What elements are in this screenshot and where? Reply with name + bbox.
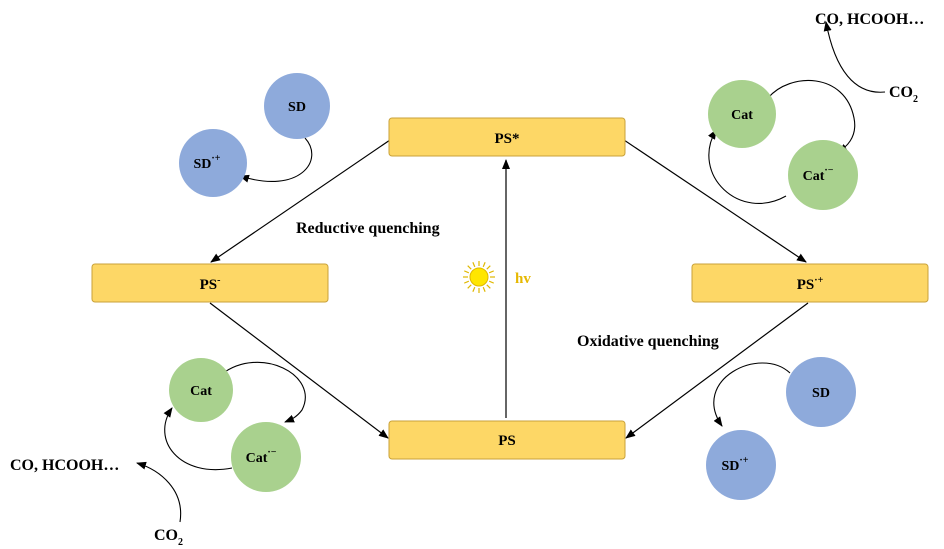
co2-to-catalyst-arrow-bottom-left [136,461,182,523]
sd-oxidation-arrow-bottom-right [713,362,791,427]
sd-ox-circle-bottom-right [706,430,776,500]
sd-circle-bottom-right [786,357,856,427]
catalyst-arc-top-right-lower [708,129,787,204]
cat-reduced-sup-bottom-left: ·− [267,447,276,458]
sun-ray [488,270,495,274]
ps-oxidized-label: PS [797,277,815,293]
svg-text:Cat·−: Cat·− [246,447,277,466]
catalyst-arc-bottom-left-lower [163,407,233,471]
ps-reduced-box: PS- [91,263,329,303]
sd-label-bottom-right: SD [812,386,830,401]
svg-text:CO2: CO2 [154,527,183,548]
sun-ray [482,261,486,268]
arrow-ps-reduced-to-ps [209,302,389,439]
sun-ray [486,265,491,270]
cat-circle-bottom-left [169,358,233,422]
top-right-catalyst-group: Cat Cat·− CO, HCOOH… CO2 [708,11,924,210]
sun-ray [472,286,476,293]
catalyst-arc-top-right-upper [767,79,856,153]
ps-oxidized-sup: ·+ [814,275,823,286]
ps-excited-box: PS* [388,117,626,157]
sun-ray [463,280,470,284]
bottom-left-catalyst-group: Cat Cat·− CO, HCOOH… CO2 [10,358,306,548]
cat-label-top-right: Cat [731,108,753,123]
arrow-ps-oxidized-to-ps [625,302,809,439]
ps-reduced-sup: - [217,275,220,286]
co2-sub-bottom-left: 2 [178,537,183,548]
svg-text:CO2: CO2 [889,84,918,105]
sun-ray [472,261,476,268]
svg-text:Cat·−: Cat·− [803,165,834,184]
sd-oxidation-arrow-top-left [239,137,313,183]
sd-ox-label-top-left: SD [194,157,212,172]
co2-sub-top-right: 2 [913,94,918,105]
sd-ox-label-bottom-right: SD [722,459,740,474]
products-top-right: CO, HCOOH… [815,11,924,28]
arrow-ps-excited-to-ps-reduced [210,139,391,263]
ps-ground-box: PS [388,420,626,460]
cat-label-bottom-left: Cat [190,384,212,399]
sd-circle-top-left [264,73,330,139]
sun-ray [467,265,472,270]
products-bottom-left: CO, HCOOH… [10,457,119,474]
ps-reduced-label: PS [200,277,218,293]
cat-reduced-label-top-right: Cat [803,169,825,184]
co2-label-top-right: CO [889,84,913,101]
svg-text:SD·+: SD·+ [722,455,749,474]
sun-icon [463,261,495,293]
sd-label-top-left: SD [288,100,306,115]
catalyst-arc-bottom-left-upper [221,361,306,423]
bottom-right-sd-group: SD SD·+ [706,357,856,500]
co2-to-catalyst-arrow-top-right [823,21,886,93]
cat-reduced-circle-bottom-left [231,422,301,492]
svg-text:PS·+: PS·+ [797,275,824,293]
sun-ray [467,284,472,289]
sd-ox-sup-top-left: ·+ [211,153,220,164]
sun-ray [486,284,491,289]
sun-ray [463,270,470,274]
ps-excited-label: PS* [494,131,519,147]
reductive-quenching-label: Reductive quenching [296,220,440,237]
cat-reduced-circle-top-right [788,140,858,210]
top-left-sd-group: SD SD·+ [179,73,330,197]
co2-label-bottom-left: CO [154,527,178,544]
cat-reduced-sup-top-right: ·− [824,165,833,176]
svg-text:SD: SD [288,100,306,115]
ps-oxidized-box: PS·+ [691,263,929,303]
ps-ground-label: PS [498,433,516,449]
sun-ray [488,280,495,284]
svg-text:SD·+: SD·+ [194,153,221,172]
cat-reduced-label-bottom-left: Cat [246,451,268,466]
svg-text:PS: PS [498,433,516,449]
hv-label: hv [515,271,531,287]
arrow-ps-excited-to-ps-oxidized [623,139,807,263]
oxidative-quenching-label: Oxidative quenching [577,333,719,350]
sd-ox-sup-bottom-right: ·+ [739,455,748,466]
svg-text:PS-: PS- [200,275,221,293]
sd-ox-circle-top-left [179,129,247,197]
sun-ray [482,286,486,293]
svg-text:PS*: PS* [494,131,519,147]
cat-circle-top-right [708,80,776,148]
